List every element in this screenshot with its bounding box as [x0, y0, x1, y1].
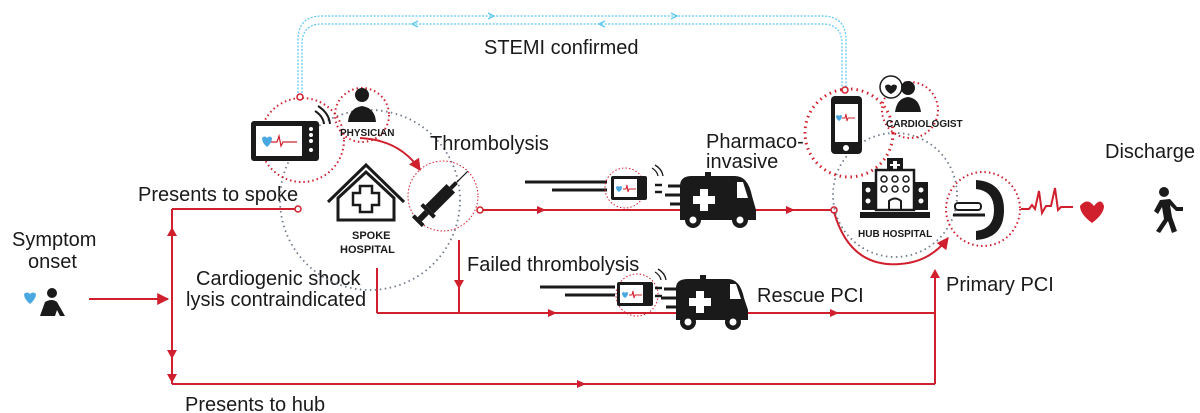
failed-thrombolysis-label: Failed thrombolysis [467, 254, 639, 276]
presents-to-hub-label: Presents to hub [185, 394, 325, 413]
discharge-label: Discharge [1105, 141, 1195, 163]
pharmaco-label-1: Pharmaco- [706, 131, 804, 153]
cathlab-ring [945, 171, 1021, 247]
trunk-arrow-up [167, 227, 177, 236]
ambulance-telemetry-2 [540, 268, 667, 317]
ambulance-icon [665, 172, 756, 228]
cardiologist-badge: CARDIOLOGIST [886, 119, 963, 130]
pharmaco-label-2: invasive [706, 151, 778, 173]
walking-person-icon [1154, 187, 1183, 233]
symptom-onset-label-2: onset [28, 251, 77, 273]
heartbeat-heart-icon [1021, 187, 1104, 223]
hub-hospital-icon [860, 158, 930, 218]
thrombolysis-ring [407, 160, 479, 232]
hub-to-cathlab-arc [833, 211, 949, 266]
smartphone-icon [831, 96, 862, 154]
physician-badge: PHYSICIAN [340, 128, 394, 139]
ambulance-icon [661, 275, 748, 330]
cardiogenic-label-2: lysis contraindicated [186, 289, 366, 311]
thrombolysis-label: Thrombolysis [430, 133, 549, 155]
physician-icon [348, 88, 376, 122]
stemi-confirmed-label: STEMI confirmed [484, 37, 638, 59]
telemetry-arrow-left [410, 20, 419, 28]
spoke-hospital-icon [326, 162, 406, 222]
chest-pain-patient-icon [24, 288, 65, 316]
hub-hospital-ring [832, 132, 958, 258]
cardiologist-icon [879, 75, 921, 112]
hub-hospital-badge: HUB HOSPITAL [858, 229, 932, 240]
rescue-pci-label: Rescue PCI [757, 285, 864, 307]
smartphone-ring [803, 87, 895, 179]
pathway-lines [89, 137, 949, 388]
cardiogenic-label-1: Cardiogenic shock [196, 268, 362, 290]
telemetry-arrow-right [670, 12, 679, 20]
person-icon [40, 300, 65, 316]
primary-pci-arrow-up [930, 269, 940, 278]
spoke-entry-node [294, 205, 302, 213]
spoke-badge-2: HOSPITAL [340, 244, 395, 256]
symptom-onset-label-1: Symptom [12, 229, 96, 251]
stemi-telemetry-link [297, 12, 847, 100]
spoke-hospital-ring [279, 109, 461, 291]
primary-pci-label: Primary PCI [946, 274, 1054, 296]
broken-heart-icon [24, 292, 36, 304]
telemetry-arrow-left [597, 20, 606, 28]
ambulance-telemetry-1 [525, 164, 664, 209]
trunk-arrow-down [167, 350, 177, 359]
cath-lab-icon [953, 180, 1004, 240]
spoke-badge-1: SPOKE [352, 230, 391, 242]
physician-to-thrombolysis-arc [359, 137, 421, 171]
syringe-icon [411, 170, 469, 228]
telemetry-arrow-right [487, 12, 496, 20]
ecg-monitor-icon [251, 105, 331, 161]
presents-to-spoke-label: Presents to spoke [138, 184, 298, 206]
trunk-arrow-down [167, 374, 177, 383]
